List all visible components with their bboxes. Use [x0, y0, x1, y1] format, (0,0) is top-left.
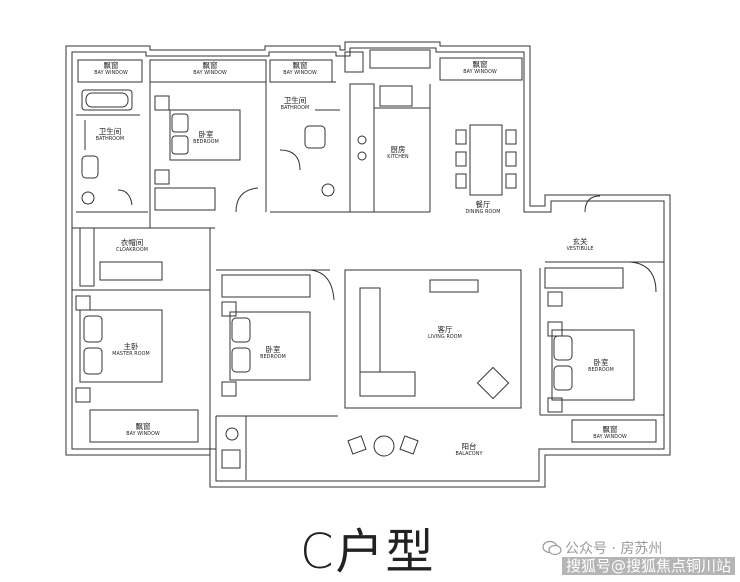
outer-wall — [65, 41, 671, 488]
sink-left — [81, 191, 95, 205]
bed-top — [169, 109, 241, 161]
bathtub — [81, 89, 133, 111]
watermark-account: 公众号 · 房苏州 — [565, 541, 663, 557]
shoe-cabinet — [544, 267, 624, 289]
toilet-left — [81, 155, 99, 179]
bed-mid — [229, 311, 311, 381]
bed-master — [79, 309, 163, 383]
toilet-mid — [304, 125, 326, 149]
cloak-rail — [79, 227, 95, 287]
wardrobe-top — [154, 187, 216, 211]
bay-window-br — [571, 419, 657, 443]
watermark-site: 搜狐号@搜狐焦点铜川站 — [562, 557, 736, 575]
wardrobe-mid — [221, 274, 311, 298]
armchair — [476, 366, 510, 400]
sink-mid — [321, 183, 335, 197]
bay-window-tc — [149, 59, 267, 83]
bay-window-tr — [439, 57, 523, 81]
kitchen-counter — [349, 83, 375, 213]
bay-window-bl — [89, 409, 199, 443]
sofa — [359, 287, 381, 373]
wechat-logo-icon — [542, 540, 562, 556]
outer-wall-inner — [71, 47, 665, 482]
balcony-table — [373, 435, 395, 457]
unit-type-title: C户型 — [300, 524, 436, 580]
dining-table — [469, 124, 503, 196]
bed-right — [551, 329, 635, 401]
living-room-area — [344, 269, 522, 409]
bay-window-tl — [77, 59, 143, 83]
